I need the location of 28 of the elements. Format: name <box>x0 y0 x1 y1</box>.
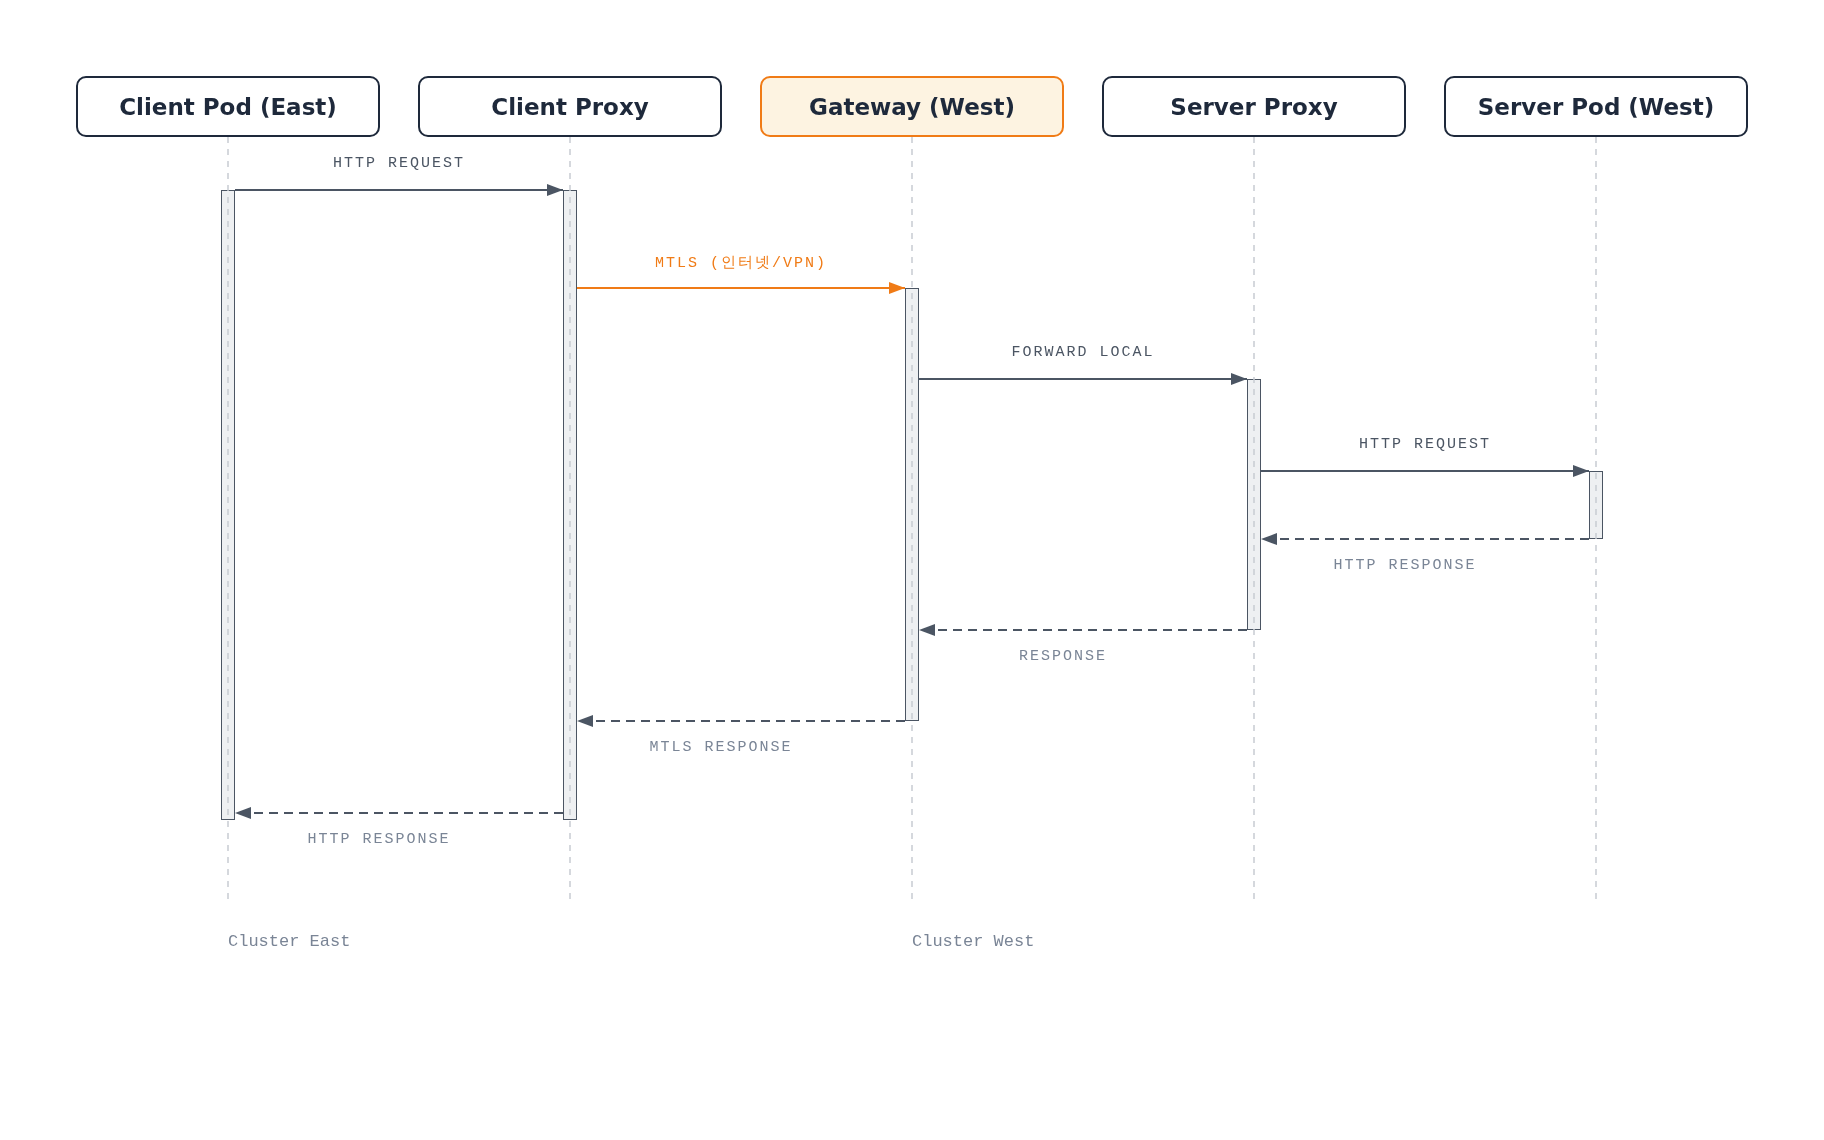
activation-bar <box>1589 471 1603 539</box>
message-arrow <box>576 282 906 294</box>
activation-bar <box>221 190 235 820</box>
edge-label: HTTP RESPONSE <box>1333 557 1477 574</box>
participant-box: Server Pod (West) <box>1444 76 1748 137</box>
cluster-label: Cluster West <box>912 932 1035 951</box>
cluster-label: Cluster East <box>228 932 351 951</box>
message-arrow <box>918 373 1248 385</box>
edge-label: MTLS RESPONSE <box>649 739 793 756</box>
participant-box: Gateway (West) <box>760 76 1064 137</box>
edge-label: RESPONSE <box>1019 648 1107 665</box>
message-arrow <box>234 184 564 196</box>
participant-box: Client Proxy <box>418 76 722 137</box>
activation-bar <box>1247 379 1261 630</box>
participant-box: Server Proxy <box>1102 76 1406 137</box>
edge-label: HTTP REQUEST <box>1359 436 1491 453</box>
response-arrow <box>918 624 1248 636</box>
edge-label: FORWARD LOCAL <box>1011 344 1155 361</box>
participant-box: Client Pod (East) <box>76 76 380 137</box>
response-arrow <box>1260 533 1590 545</box>
edge-label: HTTP RESPONSE <box>307 831 451 848</box>
message-arrow <box>1260 465 1590 477</box>
response-arrow <box>576 715 906 727</box>
edge-label: MTLS (인터넷/VPN) <box>655 254 827 272</box>
response-arrow <box>234 807 564 819</box>
activation-bar <box>905 288 919 721</box>
edge-label: HTTP REQUEST <box>333 155 465 172</box>
activation-bar <box>563 190 577 820</box>
